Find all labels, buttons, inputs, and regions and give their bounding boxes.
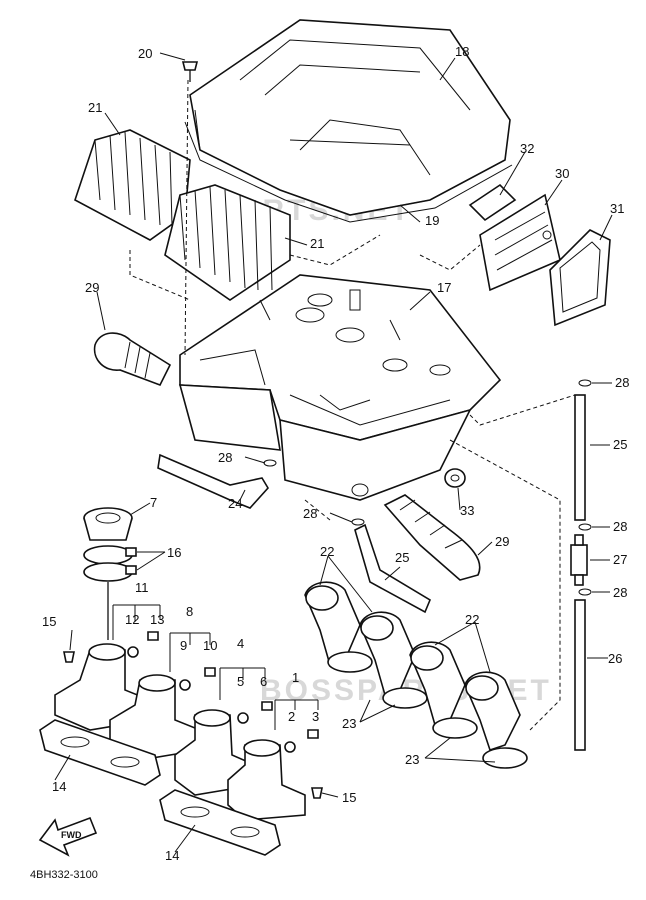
clamps-16: [83, 545, 137, 582]
callout-20: 20: [138, 46, 152, 61]
callout-7: 7: [150, 495, 157, 510]
callout-25-b: 25: [395, 550, 409, 565]
assembly-lines: [129, 234, 576, 731]
callout-3: 3: [312, 709, 319, 724]
callout-2: 2: [288, 709, 295, 724]
callout-28-c: 28: [303, 506, 317, 521]
callout-24: 24: [228, 496, 242, 511]
air-filter-element-right: [164, 184, 291, 301]
callout-22-a: 22: [320, 544, 334, 559]
callout-19: 19: [425, 213, 439, 228]
drain-hose-24: [157, 453, 269, 509]
airbox-cover: [189, 19, 511, 216]
callout-17: 17: [437, 280, 451, 295]
drain-hose-25: [354, 523, 432, 614]
callout-6: 6: [260, 674, 267, 689]
forward-arrow-icon: FWD: [38, 816, 98, 857]
diagram-code: 4BH332-3100: [30, 869, 98, 881]
callout-22-b: 22: [465, 612, 479, 627]
callout-23-a: 23: [342, 716, 356, 731]
intake-joint-upper-left: [304, 581, 373, 673]
callout-21-a: 21: [88, 100, 102, 115]
callout-28-d: 28: [613, 519, 627, 534]
duct-seal: [549, 229, 611, 327]
callout-31: 31: [610, 201, 624, 216]
intake-joint-lower-right: [464, 671, 528, 769]
cover-gasket: [184, 121, 513, 223]
callout-11: 11: [135, 580, 149, 595]
grommet-33: [444, 468, 466, 488]
manifold-gasket-rear: [159, 789, 281, 856]
callout-5: 5: [237, 674, 244, 689]
callout-30: 30: [555, 166, 569, 181]
callout-labels: 20 18 21 32 30 31 19 21 29 17 28 25 28 3…: [42, 44, 629, 863]
callout-28-b: 28: [218, 450, 232, 465]
intake-duct: [468, 183, 561, 292]
carb-joint-7: [83, 507, 133, 541]
callout-29-b: 29: [495, 534, 509, 549]
callout-15-a: 15: [42, 614, 56, 629]
callout-4: 4: [237, 636, 244, 651]
callout-14-b: 14: [165, 848, 179, 863]
breather-hose-right: [383, 494, 481, 581]
callout-25-a: 25: [613, 437, 627, 452]
callout-23-b: 23: [405, 752, 419, 767]
callout-16: 16: [167, 545, 181, 560]
leader-lines: [54, 52, 613, 853]
callout-28-a: 28: [615, 375, 629, 390]
callout-33: 33: [460, 503, 474, 518]
callout-32: 32: [520, 141, 534, 156]
callout-12: 12: [125, 612, 139, 627]
intake-manifold-2: [109, 674, 201, 761]
intake-joint-upper-right: [359, 611, 428, 709]
callout-14-a: 14: [52, 779, 66, 794]
callout-13: 13: [150, 612, 164, 627]
callout-29-a: 29: [85, 280, 99, 295]
intake-manifold-4: [227, 739, 306, 821]
screw-leader: [184, 79, 189, 356]
small-fasteners: [63, 631, 323, 799]
airbox-case: [178, 274, 502, 501]
air-filter-element-left: [74, 129, 191, 241]
breather-joint-27: [570, 534, 588, 586]
callout-15-b: 15: [342, 790, 356, 805]
callout-9: 9: [180, 638, 187, 653]
manifold-gasket-front: [39, 719, 161, 786]
callout-1: 1: [292, 670, 299, 685]
callout-21-b: 21: [310, 236, 324, 251]
callout-27: 27: [613, 552, 627, 567]
breather-hose-left: [93, 332, 172, 387]
screw-20: [181, 61, 199, 82]
callout-10: 10: [203, 638, 217, 653]
callout-18: 18: [455, 44, 469, 59]
fwd-label: FWD: [61, 830, 82, 840]
intake-joint-lower-left: [409, 641, 478, 739]
breather-tube-26: [574, 394, 586, 751]
callout-8: 8: [186, 604, 193, 619]
callout-26: 26: [608, 651, 622, 666]
callout-28-e: 28: [613, 585, 627, 600]
